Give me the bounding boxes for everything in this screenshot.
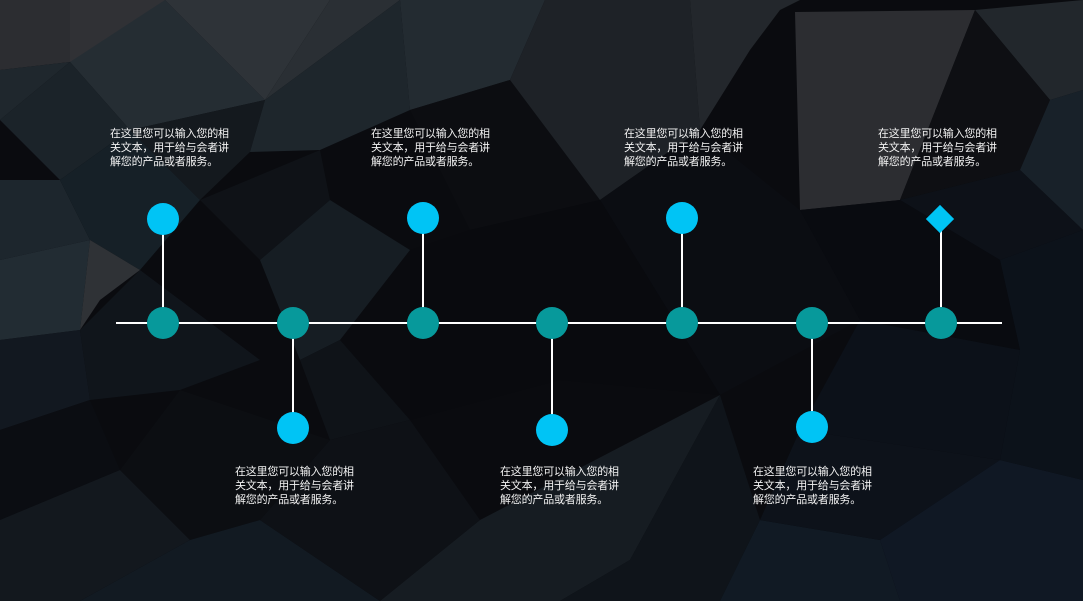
timeline-node[interactable] [277, 307, 309, 339]
milestone-text: 在这里您可以输入您的相关文本，用于给与会者讲解您的产品或者服务。 [371, 127, 490, 168]
milestone-marker[interactable] [277, 412, 309, 444]
milestone-marker[interactable] [666, 202, 698, 234]
milestone-marker[interactable] [536, 414, 568, 446]
milestone-text: 在这里您可以输入您的相关文本，用于给与会者讲解您的产品或者服务。 [878, 127, 997, 168]
timeline-node[interactable] [925, 307, 957, 339]
milestone-text: 在这里您可以输入您的相关文本，用于给与会者讲解您的产品或者服务。 [753, 465, 872, 506]
timeline-node[interactable] [147, 307, 179, 339]
milestone-text: 在这里您可以输入您的相关文本，用于给与会者讲解您的产品或者服务。 [110, 127, 229, 168]
connector-line [551, 323, 553, 430]
connector-line [940, 219, 942, 323]
milestone-text: 在这里您可以输入您的相关文本，用于给与会者讲解您的产品或者服务。 [235, 465, 354, 506]
connector-line [681, 218, 683, 323]
connector-line [162, 219, 164, 323]
connector-line [292, 323, 294, 428]
milestone-text: 在这里您可以输入您的相关文本，用于给与会者讲解您的产品或者服务。 [624, 127, 743, 168]
timeline-node[interactable] [796, 307, 828, 339]
connector-line [811, 323, 813, 427]
milestone-marker[interactable] [796, 411, 828, 443]
timeline-node[interactable] [666, 307, 698, 339]
timeline-node[interactable] [407, 307, 439, 339]
milestone-marker[interactable] [147, 203, 179, 235]
milestone-text: 在这里您可以输入您的相关文本，用于给与会者讲解您的产品或者服务。 [500, 465, 619, 506]
timeline-node[interactable] [536, 307, 568, 339]
connector-line [422, 219, 424, 323]
milestone-marker[interactable] [407, 202, 439, 234]
